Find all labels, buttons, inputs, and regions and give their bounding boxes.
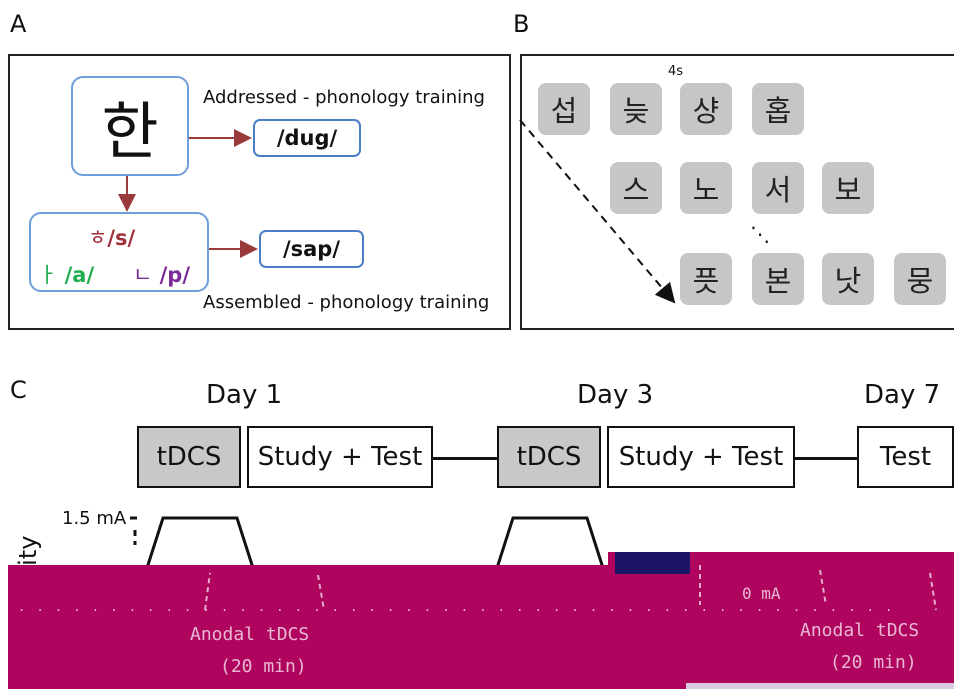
corrupted-dark-block xyxy=(615,552,690,574)
panel-a-letter: A xyxy=(10,10,27,38)
day-3-label: Day 3 xyxy=(577,380,654,410)
jamo-a-glyph: ㅏ xyxy=(38,263,58,287)
jamo-n-phoneme: /p/ xyxy=(159,263,191,287)
jamo-n: ㄴ /p/ xyxy=(133,259,190,289)
tile-r3-4: 뭉 xyxy=(894,253,946,305)
duration-label: 4s xyxy=(668,64,684,79)
tile-r1-3: 샹 xyxy=(680,83,732,135)
tile-r2-2: 노 xyxy=(680,162,732,214)
jamo-a: ㅏ /a/ xyxy=(38,259,94,289)
timeline-1 xyxy=(433,457,497,460)
corrupted-overlay-top xyxy=(608,552,954,566)
corrupted-bottom-strip xyxy=(686,683,954,689)
study-test-box-day3: Study + Test xyxy=(607,426,795,488)
ellipsis: ⋱ xyxy=(750,222,770,246)
assembled-caption: Assembled - phonology training xyxy=(203,292,490,313)
tile-r3-2: 본 xyxy=(752,253,804,305)
glitch-label-3: Anodal tDCS xyxy=(800,620,920,641)
tdcs-box-day3: tDCS xyxy=(497,426,601,488)
panel-b-frame xyxy=(520,54,954,330)
current-label: 1.5 mA xyxy=(62,508,127,529)
glitch-label-5: 0 mA xyxy=(742,584,781,603)
result-dug-box: /dug/ xyxy=(253,119,361,157)
glitch-trace xyxy=(204,565,937,611)
tile-r1-2: 늦 xyxy=(610,83,662,135)
tile-r3-1: 픗 xyxy=(680,253,732,305)
tdcs-box-day1: tDCS xyxy=(137,426,241,488)
sequence-arrow xyxy=(519,119,676,304)
tile-r1-1: 섭 xyxy=(538,83,590,135)
panel-a-frame xyxy=(8,54,511,330)
syllable-box: 한 xyxy=(71,76,189,176)
jamo-box xyxy=(29,212,209,292)
jamo-h: ㅎ/s/ xyxy=(88,222,135,252)
panel-c-letter: C xyxy=(10,376,27,404)
addressed-caption: Addressed - phonology training xyxy=(203,87,485,108)
tile-r1-4: 홉 xyxy=(752,83,804,135)
tile-r2-1: 스 xyxy=(610,162,662,214)
jamo-a-phoneme: /a/ xyxy=(64,263,95,287)
syllable-glyph: 한 xyxy=(101,95,159,168)
panel-b-letter: B xyxy=(513,10,530,38)
corrupted-overlay xyxy=(8,565,954,689)
tile-r2-3: 서 xyxy=(752,162,804,214)
panel-a-arrows xyxy=(118,129,258,258)
stimulation-trace xyxy=(130,516,605,569)
result-sap-box: /sap/ xyxy=(259,230,364,268)
glitch-label-1: Anodal tDCS xyxy=(190,624,310,645)
glitch-dotted-line: . . . . . . . . . . . . . . . . . . . . … xyxy=(18,600,895,614)
jamo-h-glyph: ㅎ xyxy=(88,226,108,250)
test-box-day7: Test xyxy=(857,426,954,488)
timeline-2 xyxy=(795,457,857,460)
tile-r2-4: 보 xyxy=(822,162,874,214)
glitch-label-2: (20 min) xyxy=(220,656,307,677)
jamo-n-glyph: ㄴ xyxy=(133,263,153,287)
day-7-label: Day 7 xyxy=(864,380,941,410)
tile-r3-3: 낫 xyxy=(822,253,874,305)
study-test-box-day1: Study + Test xyxy=(247,426,433,488)
jamo-h-phoneme: /s/ xyxy=(107,226,136,250)
day-1-label: Day 1 xyxy=(206,380,283,410)
glitch-label-4: (20 min) xyxy=(830,652,917,673)
